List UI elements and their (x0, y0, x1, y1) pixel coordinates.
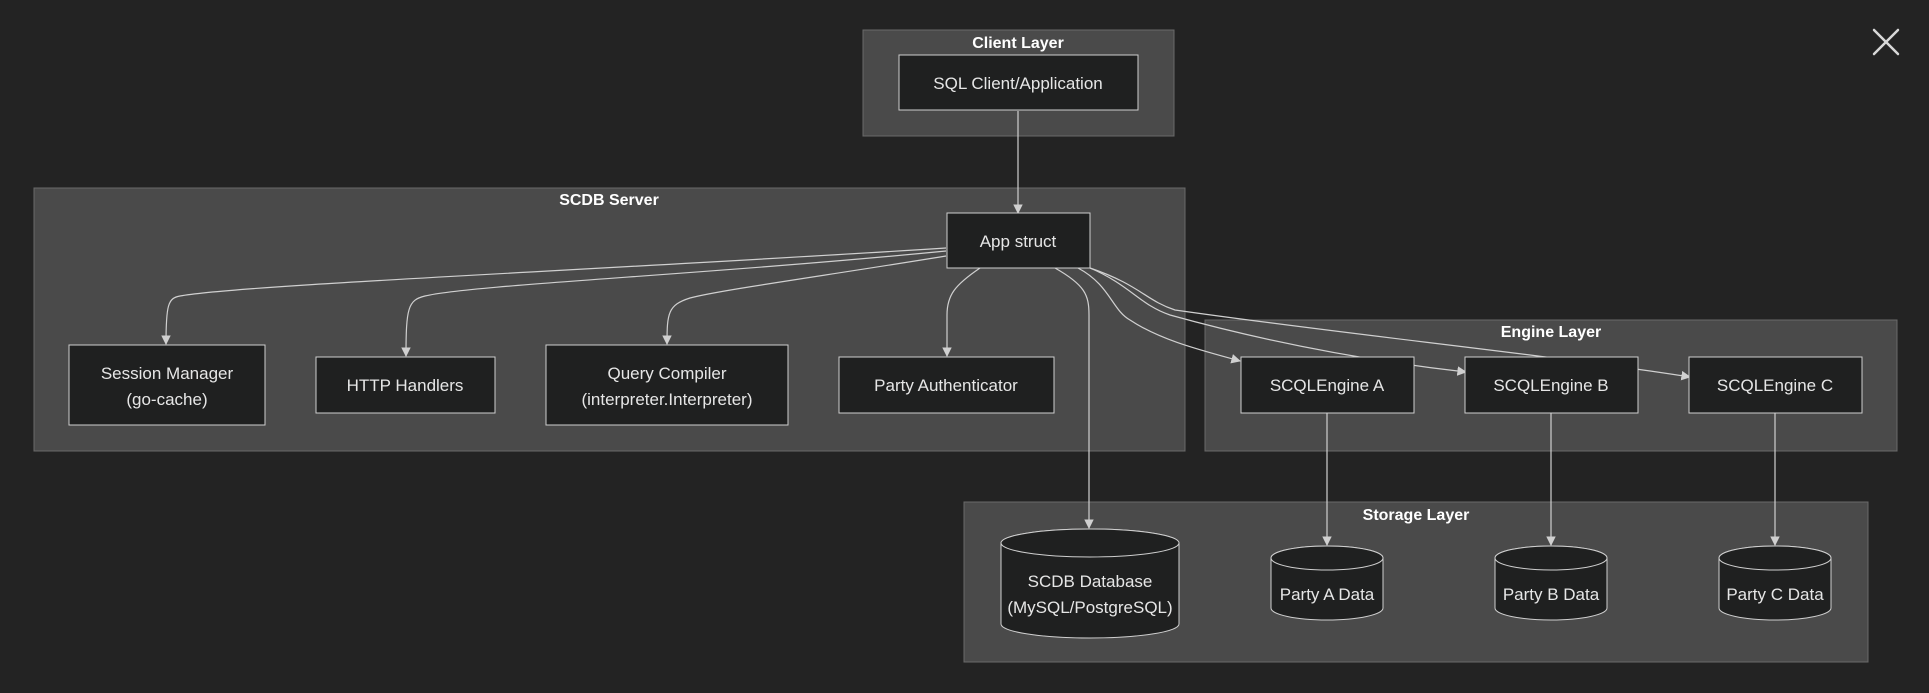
node-query-compiler-label-2: (interpreter.Interpreter) (581, 390, 752, 409)
node-engine-c-label: SCQLEngine C (1717, 376, 1833, 395)
node-app-struct: App struct (946, 212, 1091, 269)
node-session-manager-label-1: Session Manager (101, 364, 234, 383)
cluster-engine-layer-label: Engine Layer (1501, 324, 1601, 341)
node-engine-c: SCQLEngine C (1688, 356, 1863, 414)
close-button[interactable] (1868, 24, 1904, 60)
node-party-b-data-label: Party B Data (1503, 585, 1600, 604)
node-scdb-database-label-1: SCDB Database (1028, 572, 1153, 591)
node-engine-b: SCQLEngine B (1464, 356, 1639, 414)
node-party-b-data: Party B Data (1494, 545, 1608, 621)
node-engine-a: SCQLEngine A (1240, 356, 1415, 414)
node-sql-client-label: SQL Client/Application (933, 74, 1102, 93)
edge-app-to-http-handlers (401, 250, 947, 357)
node-sql-client: SQL Client/Application (898, 54, 1139, 111)
edge-app-to-session-manager (161, 247, 947, 345)
node-scdb-database-label-2: (MySQL/PostgreSQL) (1007, 598, 1172, 617)
edge-app-to-party-authenticator (942, 267, 981, 357)
node-party-c-data-label: Party C Data (1726, 585, 1824, 604)
node-query-compiler-label-1: Query Compiler (607, 364, 726, 383)
cluster-storage-layer-label: Storage Layer (1363, 507, 1470, 524)
node-engine-b-label: SCQLEngine B (1493, 376, 1608, 395)
edge-app-to-query-compiler (662, 255, 947, 345)
node-session-manager: Session Manager (go-cache) (68, 344, 266, 426)
cluster-client-layer-label: Client Layer (972, 35, 1064, 52)
node-http-handlers: HTTP Handlers (315, 356, 496, 414)
close-icon (1872, 28, 1900, 56)
node-engine-a-label: SCQLEngine A (1270, 376, 1385, 395)
edge-app-to-engine-a (1077, 267, 1241, 364)
node-query-compiler: Query Compiler (interpreter.Interpreter) (545, 344, 789, 426)
node-http-handlers-label: HTTP Handlers (347, 376, 464, 395)
node-party-a-data-label: Party A Data (1280, 585, 1375, 604)
cluster-scdb-server-label: SCDB Server (559, 192, 659, 209)
node-app-struct-label: App struct (980, 232, 1057, 251)
node-session-manager-label-2: (go-cache) (126, 390, 207, 409)
node-party-authenticator: Party Authenticator (838, 356, 1055, 414)
node-party-a-data: Party A Data (1270, 545, 1384, 621)
node-scdb-database: SCDB Database (MySQL/PostgreSQL) (1000, 528, 1180, 639)
node-party-c-data: Party C Data (1718, 545, 1832, 621)
edge-app-to-scdb-database (1054, 267, 1094, 529)
node-party-authenticator-label: Party Authenticator (874, 376, 1018, 395)
